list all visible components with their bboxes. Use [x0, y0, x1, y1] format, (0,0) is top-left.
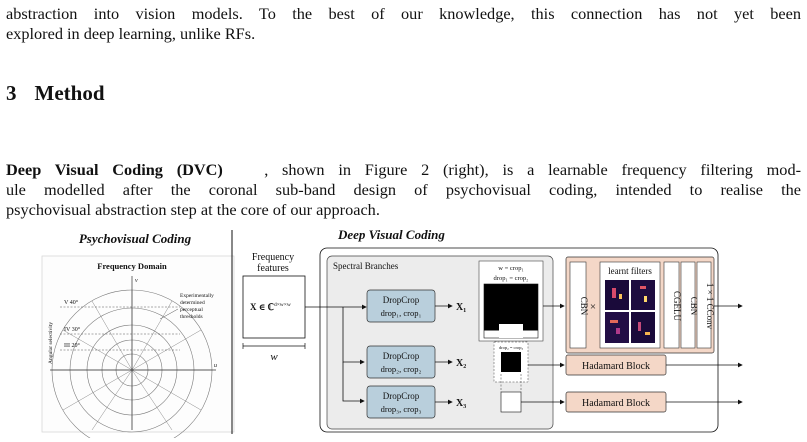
dvc-line-1-rest: , shown in Figure 2 (right), is a learna… — [264, 160, 802, 179]
annotation-line: thresholds — [180, 314, 203, 320]
axis-v-label: v — [135, 278, 138, 284]
learnt-filters-image — [605, 280, 655, 343]
paragraph-line: abstraction into vision models. To the b… — [6, 4, 801, 23]
crop-label-1: drop₁ = crop₂ — [494, 275, 529, 282]
cgelu-label: CGELU — [672, 291, 682, 321]
filter-spot — [619, 294, 622, 299]
dropcrop-params: drop₁, crop₁ — [381, 308, 422, 318]
crop-label-top: w = crop₁ — [498, 265, 523, 272]
dvc-title: Deep Visual Coding — [337, 227, 445, 242]
annotation-pointer — [159, 308, 179, 320]
axis-u-label: u — [214, 363, 217, 369]
learnt-filters-label: learnt filters — [608, 266, 652, 276]
band-label: V 40° — [64, 299, 79, 306]
output-x1: X₁ — [456, 302, 466, 313]
cbn2-box — [680, 261, 696, 349]
input-superscript: d×w×w — [274, 302, 291, 308]
cgelu-box — [663, 261, 680, 349]
dropcrop-label: DropCrop — [383, 295, 420, 305]
section-heading: 3 Method — [6, 81, 105, 106]
input-symbol-text: X ∈ ℂ — [250, 302, 274, 312]
annotation-line: Experimentally — [180, 293, 214, 299]
frequency-chart-frame — [41, 255, 235, 433]
frequency-spoke — [91, 369, 133, 431]
dvc-term: Deep Visual Coding (DVC) — [6, 160, 223, 179]
annotation-line: perceptual — [180, 307, 203, 313]
input-symbol: X ∈ ℂd×w×w — [250, 302, 291, 312]
crop-label-2: drop₂ = crop₃ — [499, 345, 524, 350]
dropcrop-label: DropCrop — [383, 391, 420, 401]
cbn-box — [569, 261, 587, 349]
input-width-label: w — [270, 351, 278, 363]
paragraph-line: explored in deep learning, unlike RFs. — [6, 24, 256, 43]
dropcrop-label: DropCrop — [383, 351, 420, 361]
method-figure: Psychovisual Coding Frequency Domain — [41, 227, 743, 438]
input-caption: Frequency — [252, 252, 294, 263]
frequency-spoke — [91, 300, 133, 371]
filter-tile — [605, 312, 629, 343]
filter-spot — [638, 322, 641, 331]
hadamard-label: Hadamard Block — [582, 398, 650, 409]
dvc-container — [319, 247, 719, 433]
crop-square-2 — [501, 352, 521, 372]
input-caption: features — [257, 263, 289, 274]
conv-label: 1 × 1 CConv — [705, 283, 715, 330]
conv-box — [696, 261, 712, 349]
paragraph-line: ule modelled after the coronal sub-band … — [6, 180, 801, 199]
angular-selectivity-label: Angular selectivity — [48, 322, 54, 364]
frequency-domain-chart: Frequency Domain v u — [41, 255, 235, 438]
section-number: 3 — [6, 81, 17, 105]
filter-spot — [610, 320, 618, 323]
paragraph-line: psychovisual abstraction step at the cor… — [6, 200, 380, 219]
output-x3: X₃ — [456, 398, 466, 409]
paragraph-method: Deep Visual Coding (DVC) , shown in Figu… — [6, 160, 801, 220]
branch-connector — [342, 362, 365, 404]
frequency-spoke — [62, 369, 133, 411]
paragraph-line: Deep Visual Coding (DVC) , shown in Figu… — [6, 160, 801, 180]
psychovisual-title: Psychovisual Coding — [79, 231, 192, 246]
filter-tile — [631, 280, 655, 310]
annotation-line: determined — [180, 300, 205, 306]
filter-tile — [605, 280, 629, 310]
times-symbol: × — [590, 301, 596, 313]
filter-spot — [640, 286, 646, 289]
band-guides — [60, 306, 180, 351]
hadamard-label: Hadamard Block — [582, 361, 650, 372]
band-label: III 20° — [64, 342, 80, 349]
paragraph-intro: abstraction into vision models. To the b… — [6, 4, 801, 44]
frequency-spoke — [131, 369, 173, 431]
frequency-spoke — [131, 369, 202, 411]
band-label: IV 30° — [64, 326, 81, 333]
dropcrop-params: drop₃, crop₃ — [381, 404, 422, 414]
frequency-spoke — [62, 329, 133, 371]
cbn-label: CBN — [579, 297, 589, 316]
output-x2: X₂ — [456, 358, 466, 369]
filter-spot — [616, 328, 620, 334]
input-feature-box — [242, 275, 306, 339]
filter-tile — [631, 312, 655, 343]
crop-square-3 — [500, 391, 522, 413]
section-title: Method — [34, 81, 105, 105]
dropcrop-params: drop₂, crop₂ — [381, 364, 422, 374]
crop-hole-1 — [499, 324, 523, 338]
filter-spot — [645, 332, 650, 335]
filter-spot — [644, 296, 647, 302]
spectral-branches-title: Spectral Branches — [333, 261, 399, 271]
frequency-domain-title: Frequency Domain — [97, 261, 167, 271]
filter-spot — [612, 288, 616, 298]
frequency-spoke — [131, 300, 173, 371]
cbn2-label: CBN — [689, 297, 699, 316]
